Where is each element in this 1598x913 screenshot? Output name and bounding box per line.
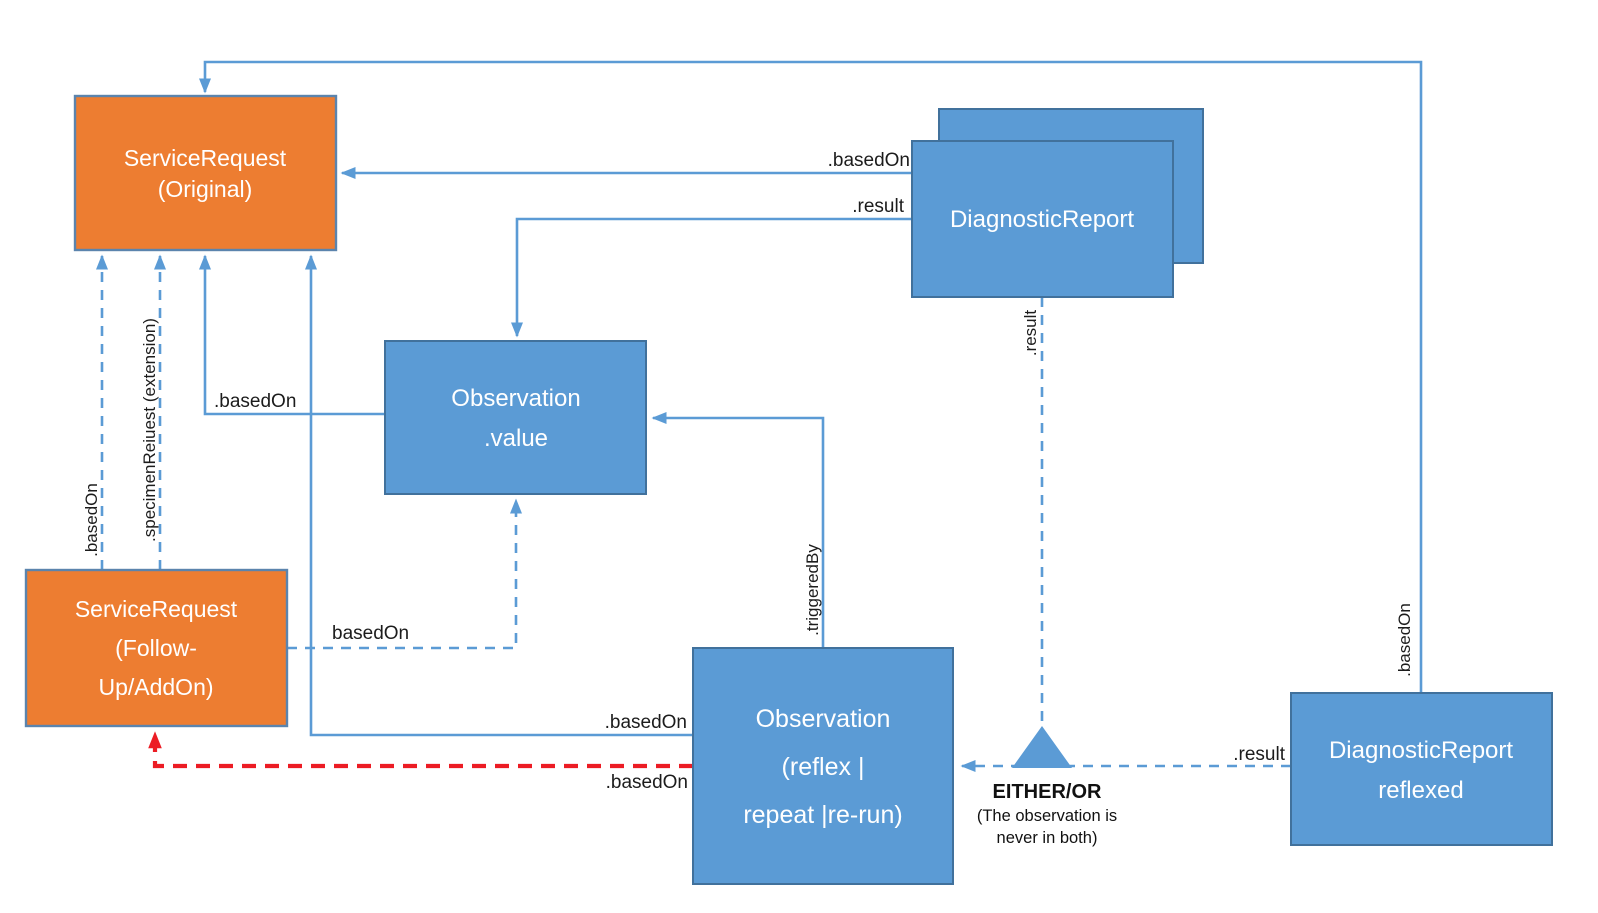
either-or-subtext-line1: (The observation is <box>977 807 1117 825</box>
box-observation-reflex-line3: repeat |re-run) <box>743 801 902 829</box>
box-diagnosticreport-reflexed-line2: reflexed <box>1378 777 1463 804</box>
box-observation-reflex-line1: Observation <box>756 705 891 733</box>
box-observation-value: Observation .value <box>384 340 647 495</box>
box-servicerequest-original-line1: ServiceRequest <box>124 145 287 171</box>
label-triggeredby: .triggeredBy <box>803 544 822 636</box>
label-followup-basedon-dashed: basedOn <box>332 623 409 644</box>
label-reflexed-result: .result <box>1233 744 1285 765</box>
label-dr-basedon: .basedOn <box>828 150 910 171</box>
box-diagnosticreport-reflexed: DiagnosticReport reflexed <box>1290 692 1553 846</box>
label-obsreflex-basedon-red: .basedOn <box>606 772 688 793</box>
edge-dr-result <box>511 217 912 338</box>
label-dr-result-vertical: .result <box>1021 310 1040 357</box>
either-or-subtext-line2: never in both) <box>997 829 1098 847</box>
box-servicerequest-original: ServiceRequest (Original) <box>73 94 338 252</box>
label-reflexed-basedon-vertical: .basedOn <box>1395 603 1414 677</box>
either-or-triangle <box>1012 726 1072 768</box>
edge-obsreflex-basedon-solid <box>305 254 693 737</box>
edge-reflexed-basedon-loop <box>199 60 1423 693</box>
box-observation-value-line1: Observation <box>451 385 580 412</box>
label-obsvalue-basedon: .basedOn <box>214 391 296 412</box>
box-servicerequest-followup-line2: (Follow- <box>115 635 197 661</box>
box-diagnosticreport-reflexed-line1: DiagnosticReport <box>1329 737 1513 764</box>
box-diagnosticreport-label: DiagnosticReport <box>950 206 1134 233</box>
edge-obsvalue-basedon <box>199 254 385 416</box>
label-obsreflex-basedon-solid: .basedOn <box>605 712 687 733</box>
box-servicerequest-followup: ServiceRequest (Follow- Up/AddOn) <box>24 568 289 728</box>
box-diagnosticreport: DiagnosticReport <box>911 140 1174 298</box>
box-servicerequest-followup-line3: Up/AddOn) <box>98 674 213 700</box>
either-or-title: EITHER/OR <box>993 781 1102 803</box>
box-servicerequest-followup-line1: ServiceRequest <box>75 596 238 622</box>
label-specimen-request-extension: .specimenReiuest (extension) <box>140 318 159 542</box>
box-servicerequest-original-line2: (Original) <box>158 176 253 202</box>
box-observation-reflex: Observation (reflex | repeat |re-run) <box>692 647 954 885</box>
box-observation-value-line2: .value <box>484 425 548 452</box>
edge-triggeredby <box>651 412 825 648</box>
label-dr-result: .result <box>852 196 904 217</box>
edge-obsreflex-basedon-red <box>148 731 693 769</box>
label-followup-basedon-vertical: .basedOn <box>82 483 101 557</box>
box-observation-reflex-line2: (reflex | <box>782 753 865 781</box>
edge-followup-basedon-dashed <box>287 498 522 650</box>
